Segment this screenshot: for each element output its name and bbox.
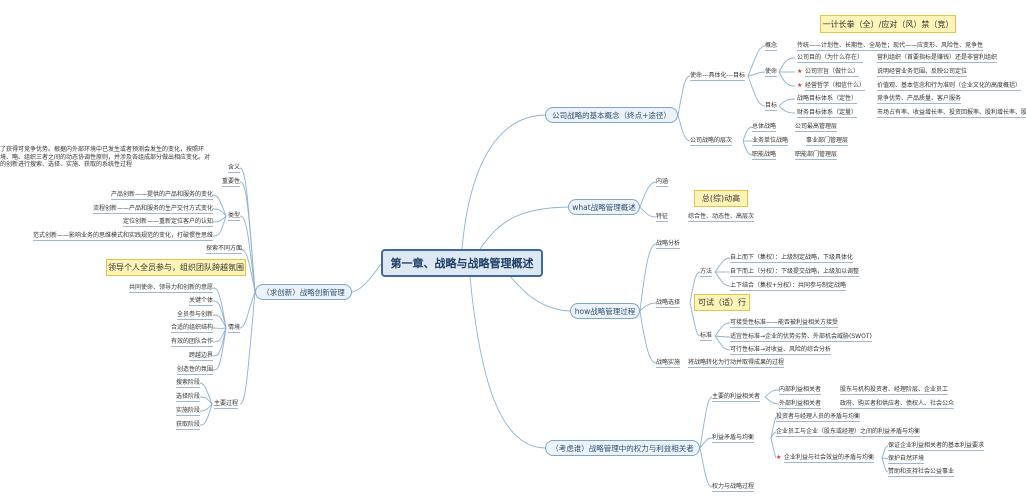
node-method-combined[interactable]: 上下结合（集权+分权）：共同参与制定战略	[730, 282, 847, 291]
node-external-detail[interactable]: 政府、购买者和供应者、债权人、社会公众	[840, 400, 955, 409]
branch-how-process[interactable]: how战略管理过程	[570, 303, 640, 319]
node-protect-environment[interactable]: 保护自然环境	[888, 455, 925, 464]
node-paradigm-innovation[interactable]: 范式创新——影响业务的思维模式和实践规范的变化，打破惯性思维	[32, 232, 213, 241]
node-strategy-implementation[interactable]: 战略实施	[656, 359, 681, 368]
node-standard-acceptable[interactable]: 可接受性标准——能否被利益相关方接受	[730, 319, 839, 328]
node-corporate-strategy[interactable]: 总体战略	[752, 123, 777, 132]
node-corporate-strategy-detail[interactable]: 公司最高管理层	[795, 123, 838, 132]
node-public-welfare[interactable]: 赞助和支持社会公益事业	[888, 468, 955, 477]
node-company-society[interactable]: 企业利益与社会效益的矛盾与均衡	[784, 454, 875, 463]
node-standard-feasible[interactable]: 可行性标准→对收益、风险的综合分析	[730, 346, 832, 355]
node-teamwork[interactable]: 有效的团队合作	[170, 338, 213, 347]
node-method-topdown[interactable]: 自上而下（集权）：上级制定战略，下级具体化	[730, 254, 854, 263]
node-key-individual[interactable]: 关键个体	[188, 297, 213, 306]
node-creative-climate[interactable]: 创造性的氛围	[176, 366, 213, 375]
callout-mnemonic-3: 可试（适）行	[694, 294, 750, 311]
branch-innovation[interactable]: （求创新）战略创新管理	[255, 284, 352, 300]
node-product-innovation[interactable]: 产品创新——提供的产品和服务的变化	[110, 191, 213, 200]
node-external-stakeholders[interactable]: 外部利益相关者	[779, 400, 822, 409]
node-strategic-analysis[interactable]: 战略分析	[656, 240, 681, 249]
node-capture-stage[interactable]: 获取阶段	[175, 421, 200, 430]
node-strategic-choice[interactable]: 战略选择	[656, 299, 681, 308]
node-functional-strategy-detail[interactable]: 职能部门管理层	[795, 151, 838, 160]
callout-mnemonic-2: 总(综)动高	[694, 190, 748, 207]
node-all-participation[interactable]: 全员参与创新	[176, 311, 213, 320]
node-search-stage[interactable]: 搜索阶段	[175, 379, 200, 388]
node-goal[interactable]: 目标	[765, 102, 778, 111]
node-org-structure[interactable]: 合适的组织结构	[170, 324, 213, 333]
node-types[interactable]: 类型	[228, 212, 241, 221]
branch-stakeholders[interactable]: （考虑谁）战略管理中的权力与利益相关者	[545, 440, 700, 456]
node-importance[interactable]: 重要性	[222, 178, 241, 187]
node-main-stakeholders[interactable]: 主要的利益相关者	[712, 393, 761, 402]
node-features-detail[interactable]: 综合性、动态性、高层次	[688, 213, 755, 222]
node-cross-boundary[interactable]: 跨越边界	[188, 352, 213, 361]
node-implement-stage[interactable]: 实施阶段	[175, 407, 200, 416]
node-power-process[interactable]: 权力与战略过程	[712, 483, 755, 492]
node-mission[interactable]: 使命	[765, 68, 778, 77]
node-situation[interactable]: 情境	[228, 324, 241, 333]
node-connotation[interactable]: 内涵	[656, 178, 669, 187]
node-financial-goal-detail[interactable]: 市场占有率、收益增长率、投资回报率、股利增长率、股票	[877, 109, 1026, 118]
node-mission-goal[interactable]: 使命---具体化---目标	[690, 72, 745, 81]
callout-mnemonic-4: 领导个人全员参与，组织团队跨越氛围	[106, 259, 246, 276]
node-philosophy[interactable]: 经营哲学（相信什么）	[805, 82, 866, 91]
node-standard-suitable[interactable]: 适宜性标准→企业的优势劣势、外部机会威胁(SWOT)	[730, 333, 872, 342]
node-conflict-balance[interactable]: 利益矛盾与均衡	[712, 434, 755, 443]
node-explore-aspects[interactable]: 探索不同方面	[206, 245, 243, 254]
node-main-process[interactable]: 主要过程	[214, 400, 239, 409]
node-strategy-levels[interactable]: 公司战略的层次	[690, 137, 733, 146]
node-business-strategy-detail[interactable]: 事业部门管理层	[806, 137, 849, 146]
node-process-innovation[interactable]: 流程创新——产品和服务的生产交付方式变化	[92, 205, 213, 214]
star-icon: ★	[776, 454, 782, 461]
node-features[interactable]: 特征	[656, 213, 669, 222]
node-method-bottomup[interactable]: 自下而上（分权）：下级提交战略，上级加以调整	[730, 268, 860, 277]
node-position-innovation[interactable]: 定位创新——重新定位客户的认知	[122, 218, 213, 227]
node-strategic-goal[interactable]: 战略目标体系（定性）	[797, 95, 858, 104]
node-purpose[interactable]: 公司目的（为什么存在）	[797, 54, 864, 63]
callout-mnemonic-1: 一计长拳（全）/应对（风）禁（竞）	[820, 15, 956, 33]
node-standard[interactable]: 标准	[700, 332, 713, 341]
branch-basic-concept[interactable]: 公司战略的基本概念（终点+途径）	[545, 107, 678, 123]
node-purpose-detail[interactable]: 营利组织（首要指标是赚钱）还是非营利组织	[877, 54, 998, 63]
node-tenet[interactable]: 公司宗旨（做什么）	[805, 68, 860, 77]
node-basic-interests[interactable]: 保证企业利益相关者的基本利益要求	[888, 442, 985, 451]
node-concept-detail[interactable]: 传统——计划性、长期性、全局性；现代——应变形、风险性、竞争性	[797, 42, 984, 51]
node-meaning-text[interactable]: 了获得可竞争优势。根据内外部环境中已发生或者预测会发生的变化，按照环境、略、组织…	[0, 146, 211, 168]
node-employee-company[interactable]: 企业员工与企业（股东或经理）之间的利益矛盾与均衡	[776, 428, 921, 437]
node-functional-strategy[interactable]: 职能战略	[752, 151, 777, 160]
star-icon: ★	[797, 82, 803, 89]
node-financial-goal[interactable]: 财务目标体系（定量）	[797, 109, 858, 118]
node-shared-mission[interactable]: 共同使命、领导力和创新的意愿	[128, 284, 213, 293]
node-concept[interactable]: 概念	[765, 42, 778, 51]
node-select-stage[interactable]: 选择阶段	[175, 393, 200, 402]
root-topic[interactable]: 第一章、战略与战略管理概述	[381, 249, 543, 277]
node-tenet-detail[interactable]: 说明经营业务范围、反映公司定位	[877, 68, 968, 77]
star-icon: ★	[797, 68, 803, 75]
node-investor-manager[interactable]: 投资者与经理人员的矛盾与均衡	[776, 413, 861, 422]
node-internal-detail[interactable]: 股东与机构投资者、经理阶层、企业员工	[840, 386, 949, 395]
node-strategic-goal-detail[interactable]: 竞争优势、产品质量、客户服务	[877, 95, 962, 104]
node-internal-stakeholders[interactable]: 内部利益相关者	[779, 386, 822, 395]
branch-what-overview[interactable]: what战略管理概述	[568, 199, 640, 215]
node-method[interactable]: 方法	[700, 268, 713, 277]
node-implementation-detail[interactable]: 将战略转化为行动并取得成果的过程	[688, 359, 785, 368]
node-business-strategy[interactable]: 业务单位战略	[752, 137, 789, 146]
node-meaning[interactable]: 含义	[228, 164, 241, 173]
node-philosophy-detail[interactable]: 价值观、基本信念和行为准则（企业文化的高度概括）	[877, 82, 1022, 91]
